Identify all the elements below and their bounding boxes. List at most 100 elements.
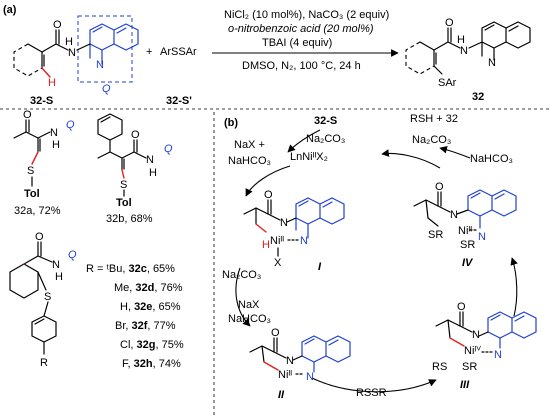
arrow-iv-to-catalyst: [381, 149, 441, 169]
int-ii-quin-n: N: [306, 371, 314, 383]
arrow-iii-to-iv: [510, 257, 518, 317]
intermediate-i: O N H N Niᴵᴵ X I: [243, 189, 345, 273]
catalyst-lnnix2: LnNiᴵᴵX₂: [290, 151, 328, 163]
ex-32a-h: H: [52, 139, 60, 151]
ex-32a-q: Q: [66, 119, 75, 131]
series-q: Q: [68, 249, 77, 261]
ex-32b-h: H: [149, 167, 157, 179]
intermediate-ii: O N Niᴵᴵ N II: [249, 327, 351, 401]
int-iii-sr: SR: [462, 361, 477, 373]
series-item-32g: Cl, 32g, 75%: [120, 339, 184, 351]
conditions-line-3: TBAI (4 equiv): [262, 37, 332, 49]
int-i-metal: Niᴵᴵ: [270, 235, 284, 247]
plus-sign: +: [146, 46, 152, 58]
int-i-label: I: [318, 261, 322, 273]
series-item-32h: F, 32h, 74%: [122, 358, 181, 370]
product-nh-h: H: [457, 34, 465, 46]
int-iv-metal: Niᴵᴵ: [458, 225, 472, 237]
rsh-plus-32: RSH + 32: [410, 113, 458, 125]
int-iii-n: N: [472, 329, 480, 341]
int-iii-rs: RS: [432, 361, 447, 373]
example-32a: O N Q H S Tol 32a, 72%: [13, 109, 75, 217]
product-label: 32: [472, 91, 484, 103]
int-iv-label: IV: [462, 257, 474, 269]
nahco3-left: NaHCO₃: [228, 155, 271, 167]
intermediate-iii: O N Niᴵⱽ N RS SR III: [432, 301, 537, 391]
int-iii-o: O: [457, 301, 466, 313]
substrate-32-s: O N H H 32-S N Q: [13, 15, 139, 107]
ex-32a-o: O: [23, 109, 32, 121]
series-item-32c: R = ᵗBu, 32c, 65%: [86, 263, 175, 275]
int-iv-sr1: SR: [428, 229, 443, 241]
int-ii-metal: Niᴵᴵ: [278, 369, 292, 381]
ex-32b-o: O: [131, 129, 140, 141]
int-i-h: H: [262, 239, 270, 251]
conditions-line-1: NiCl₂ (10 mol%), NaCO₃ (2 equiv): [224, 9, 389, 21]
ex-32a-n: N: [50, 127, 58, 139]
series-o: O: [35, 231, 44, 243]
ex-32b-s: S: [120, 179, 127, 191]
series-item-32f: Br, 32f, 77%: [115, 320, 176, 332]
arrow-nahco3-right: [439, 145, 471, 159]
substrate-quinoline-n: N: [96, 59, 104, 71]
top-reagent-32s: 32-S: [314, 115, 337, 127]
int-iv-quin-n: N: [478, 231, 486, 243]
na2co3-right: Na₂CO₃: [412, 134, 451, 146]
product-quinoline-n: N: [488, 57, 496, 69]
int-iii-metal: Niᴵⱽ: [464, 345, 481, 357]
product-sar: SAr: [438, 77, 457, 89]
int-iv-n: N: [450, 209, 458, 221]
conditions-line-4: DMSO, N₂, 100 °C, 24 h: [242, 60, 361, 72]
ex-32b-tol: Tol: [116, 197, 132, 209]
panel-b-label: (b): [224, 117, 238, 129]
product-o: O: [445, 17, 454, 29]
arrow-i-to-ii: [235, 267, 251, 327]
int-iii-label: III: [460, 379, 470, 391]
series-item-32e: H, 32e, 65%: [120, 301, 181, 313]
ex-32b-caption: 32b, 68%: [106, 213, 153, 225]
reagent-formula: ArSSAr: [160, 46, 197, 58]
int-ii-o: O: [271, 327, 280, 339]
nahco3-right: NaHCO₃: [470, 153, 513, 165]
substrate-label: 32-S: [30, 95, 53, 107]
intermediate-iv: O N SR Niᴵᴵ SR N IV: [413, 181, 517, 269]
int-ii-label: II: [278, 389, 285, 401]
substrate-q-label: Q: [102, 83, 111, 95]
ex-32b-n: N: [146, 154, 154, 166]
ex-32a-tol: Tol: [24, 188, 40, 200]
int-i-x: X: [274, 257, 282, 269]
int-iv-sr2: SR: [460, 239, 475, 251]
int-i-n: N: [280, 217, 288, 229]
series-h: H: [55, 271, 63, 283]
na2co3-top: Na₂CO₃: [306, 133, 345, 145]
substrate-nh-h: H: [65, 36, 73, 48]
substrate-o: O: [53, 19, 62, 31]
series-s: S: [44, 291, 51, 303]
example-32b: O N Q H S Tol 32b, 68%: [97, 113, 173, 225]
arrow-catalyst-to-i: [287, 129, 321, 153]
int-i-quin-n: N: [300, 235, 308, 247]
ex-32a-caption: 32a, 72%: [14, 205, 61, 217]
nahco3-mid: NaHCO₃: [228, 313, 271, 325]
int-ii-n: N: [286, 355, 294, 367]
arrow-to-catalyst-left: [245, 165, 291, 197]
product-32: O N H SAr N 32: [405, 17, 531, 103]
int-iii-quin-n: N: [494, 349, 502, 361]
series-n: N: [52, 259, 60, 271]
nax-mid: NaX: [238, 299, 260, 311]
nax-left: NaX +: [234, 139, 265, 151]
substrate-red-h: H: [48, 77, 56, 89]
int-i-o: O: [264, 189, 273, 201]
rssr-label: RSSR: [356, 387, 387, 399]
ex-32a-s: S: [27, 165, 34, 177]
series-r: R: [40, 357, 48, 369]
na2co3-mid: Na₂CO₃: [222, 269, 261, 281]
conditions-line-2: o-nitrobenzoic acid (20 mol%): [228, 23, 374, 35]
reagent-label: 32-S': [166, 95, 192, 107]
substrate-nh-n: N: [68, 47, 76, 59]
series-list: R = ᵗBu, 32c, 65% Me, 32d, 76% H, 32e, 6…: [86, 263, 184, 370]
product-nh-n: N: [460, 45, 468, 57]
panel-a-label: (a): [3, 4, 17, 16]
ex-32b-q: Q: [164, 143, 173, 155]
